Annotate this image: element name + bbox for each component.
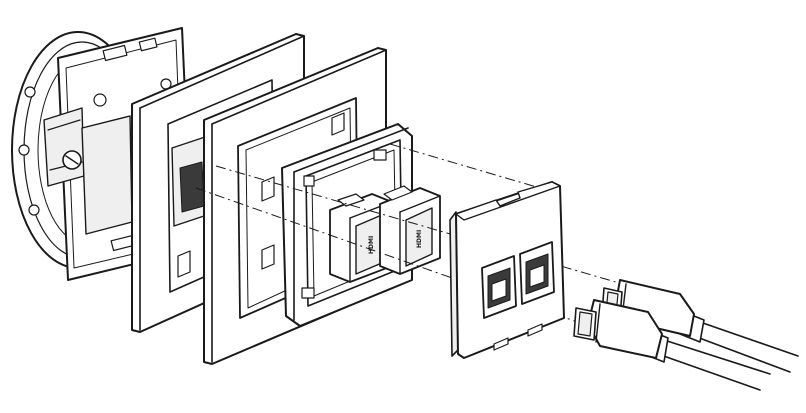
face-plate	[449, 181, 565, 359]
hdmi-keystone-module-left: HDMI	[329, 193, 393, 283]
alignment-center-lines	[195, 143, 665, 345]
hdmi-cable-plug-front	[573, 299, 771, 391]
hdmi-keystone-module-right: HDMI	[379, 185, 441, 275]
port-label-right: HDMI	[416, 230, 423, 248]
port-label-left: HDMI	[368, 236, 375, 254]
